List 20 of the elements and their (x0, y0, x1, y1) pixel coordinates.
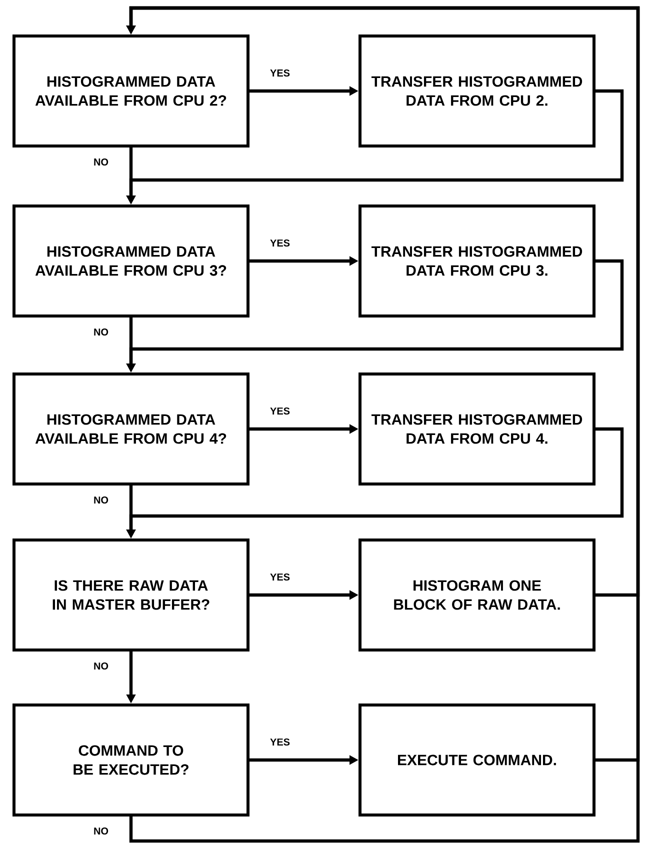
decision-box: HISTOGRAMMED DATA AVAILABLE FROM CPU 4? (12, 372, 250, 486)
edge-label: NO (92, 495, 110, 505)
edge-label: NO (92, 826, 110, 836)
edge-label: YES (269, 406, 291, 416)
edge-label: NO (92, 327, 110, 337)
edge-label: YES (269, 238, 291, 248)
edge-label: NO (92, 661, 110, 671)
process-box: EXECUTE COMMAND. (358, 704, 596, 816)
process-box: TRANSFER HISTOGRAMMED DATA FROM CPU 4. (358, 372, 596, 486)
decision-box: HISTOGRAMMED DATA AVAILABLE FROM CPU 3? (12, 204, 250, 318)
edge-label: YES (269, 572, 291, 582)
decision-box: HISTOGRAMMED DATA AVAILABLE FROM CPU 2? (12, 34, 250, 148)
process-box: TRANSFER HISTOGRAMMED DATA FROM CPU 2. (358, 34, 596, 148)
process-box: HISTOGRAM ONE BLOCK OF RAW DATA. (358, 538, 596, 652)
decision-box: IS THERE RAW DATA IN MASTER BUFFER? (12, 538, 250, 652)
edge-label: YES (269, 737, 291, 747)
edge-label: NO (92, 157, 110, 167)
edge-label: YES (269, 68, 291, 78)
process-box: TRANSFER HISTOGRAMMED DATA FROM CPU 3. (358, 204, 596, 318)
decision-box: COMMAND TO BE EXECUTED? (12, 704, 250, 816)
